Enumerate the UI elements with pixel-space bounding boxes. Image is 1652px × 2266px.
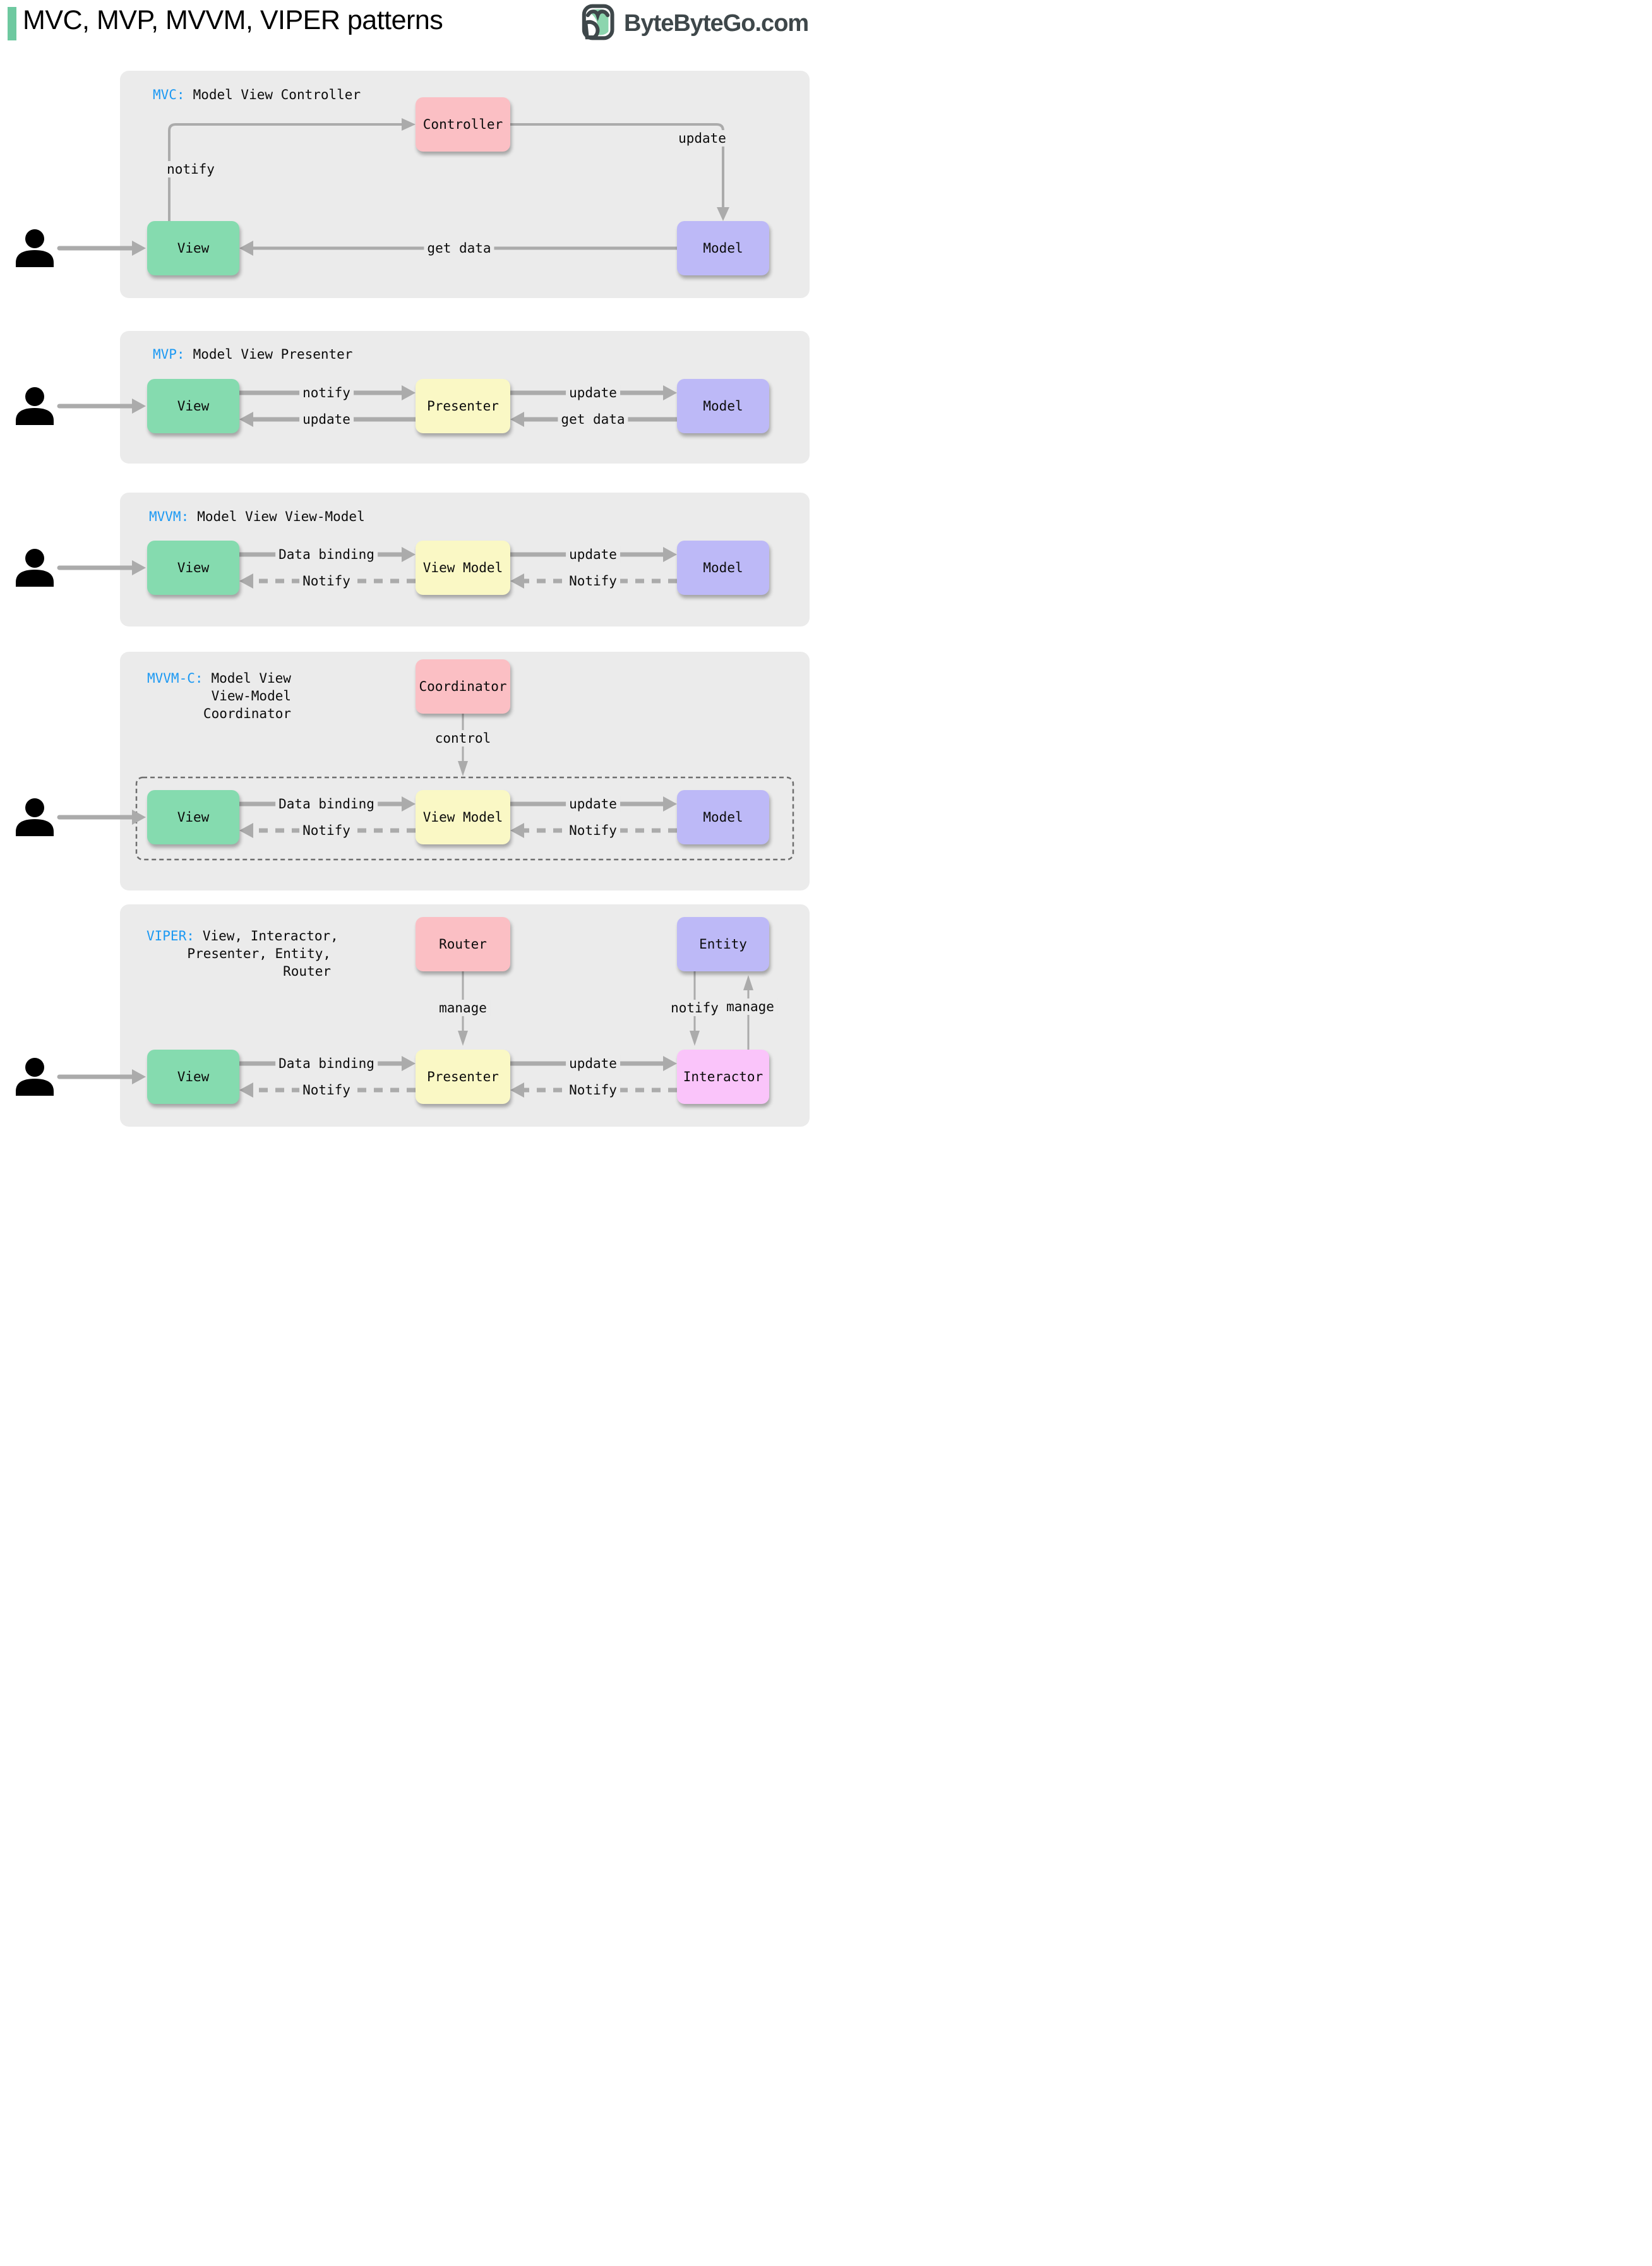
label-mvvmc-notify-to-view: Notify (299, 822, 354, 839)
section-title-mvvm-c: MVVM-C:Model View View-Model Coordinator (147, 671, 291, 721)
section-title-mvp: MVP:Model View Presenter (153, 347, 353, 362)
label-viper-manage-entity: manage (723, 998, 777, 1015)
box-mvvmc-coordinator: Coordinator (416, 659, 510, 714)
bytebytego-owl-icon (581, 4, 618, 43)
person-icon (16, 387, 54, 425)
person-icon (16, 229, 54, 267)
box-mvp-model: Model (677, 379, 769, 433)
box-mvc-controller: Controller (416, 97, 510, 152)
keyword-viper: VIPER: (147, 928, 195, 944)
label-mvvm-notify-to-view: Notify (299, 573, 354, 589)
label-viper-manage-router: manage (436, 1000, 490, 1016)
page-title: MVC, MVP, MVVM, VIPER patterns (23, 5, 443, 35)
label-mvp-update-to-view: update (299, 411, 354, 428)
box-viper-entity: Entity (677, 917, 769, 971)
person-icon (16, 1058, 54, 1096)
person-icon (16, 549, 54, 587)
label-viper-update: update (566, 1055, 620, 1072)
label-mvvm-update: update (566, 546, 620, 563)
section-title-mvc: MVC:Model View Controller (153, 87, 361, 102)
label-mvp-update-to-model: update (566, 385, 620, 401)
label-viper-notify-to-view: Notify (299, 1082, 354, 1098)
box-mvc-view: View (147, 221, 239, 275)
label-mvc-update: update (675, 130, 729, 147)
box-mvvmc-model: Model (677, 790, 769, 844)
label-mvp-notify: notify (299, 385, 354, 401)
keyword-mvp: MVP: (153, 347, 185, 362)
box-mvvm-model: Model (677, 541, 769, 595)
box-viper-presenter: Presenter (416, 1050, 510, 1104)
box-mvvmc-view-model: View Model (416, 790, 510, 844)
section-title-viper: VIPER:View, Interactor, Presenter, Entit… (147, 928, 338, 979)
person-icon (16, 798, 54, 836)
keyword-mvvm: MVVM: (149, 509, 189, 524)
label-mvc-get-data: get data (424, 240, 494, 256)
label-mvvmc-control: control (431, 730, 494, 746)
box-viper-view: View (147, 1050, 239, 1104)
box-mvp-presenter: Presenter (416, 379, 510, 433)
box-mvvmc-view: View (147, 790, 239, 844)
label-mvvm-data-binding: Data binding (275, 546, 378, 563)
label-mvc-notify: notify (164, 161, 218, 177)
brand-logo: ByteByteGo.com (581, 4, 809, 43)
keyword-mvvm-c: MVVM-C: (147, 671, 203, 686)
brand-text: ByteByteGo.com (624, 9, 809, 37)
label-viper-data-binding: Data binding (275, 1055, 378, 1072)
title-accent-bar (8, 7, 16, 40)
box-mvvm-view-model: View Model (416, 541, 510, 595)
keyword-mvc: MVC: (153, 87, 185, 102)
label-viper-notify-entity: notify (667, 1000, 722, 1016)
label-mvvmc-update: update (566, 796, 620, 812)
section-title-mvvm: MVVM:Model View View-Model (149, 509, 365, 524)
box-viper-interactor: Interactor (677, 1050, 769, 1104)
label-viper-notify-to-presenter: Notify (566, 1082, 620, 1098)
box-viper-router: Router (416, 917, 510, 971)
label-mvvmc-notify-to-vm: Notify (566, 822, 620, 839)
label-mvvm-notify-to-vm: Notify (566, 573, 620, 589)
box-mvc-model: Model (677, 221, 769, 275)
diagram-page: MVC, MVP, MVVM, VIPER patterns ByteByteG… (0, 0, 826, 1133)
box-mvvm-view: View (147, 541, 239, 595)
label-mvvmc-data-binding: Data binding (275, 796, 378, 812)
label-mvp-get-data: get data (558, 411, 628, 428)
box-mvp-view: View (147, 379, 239, 433)
